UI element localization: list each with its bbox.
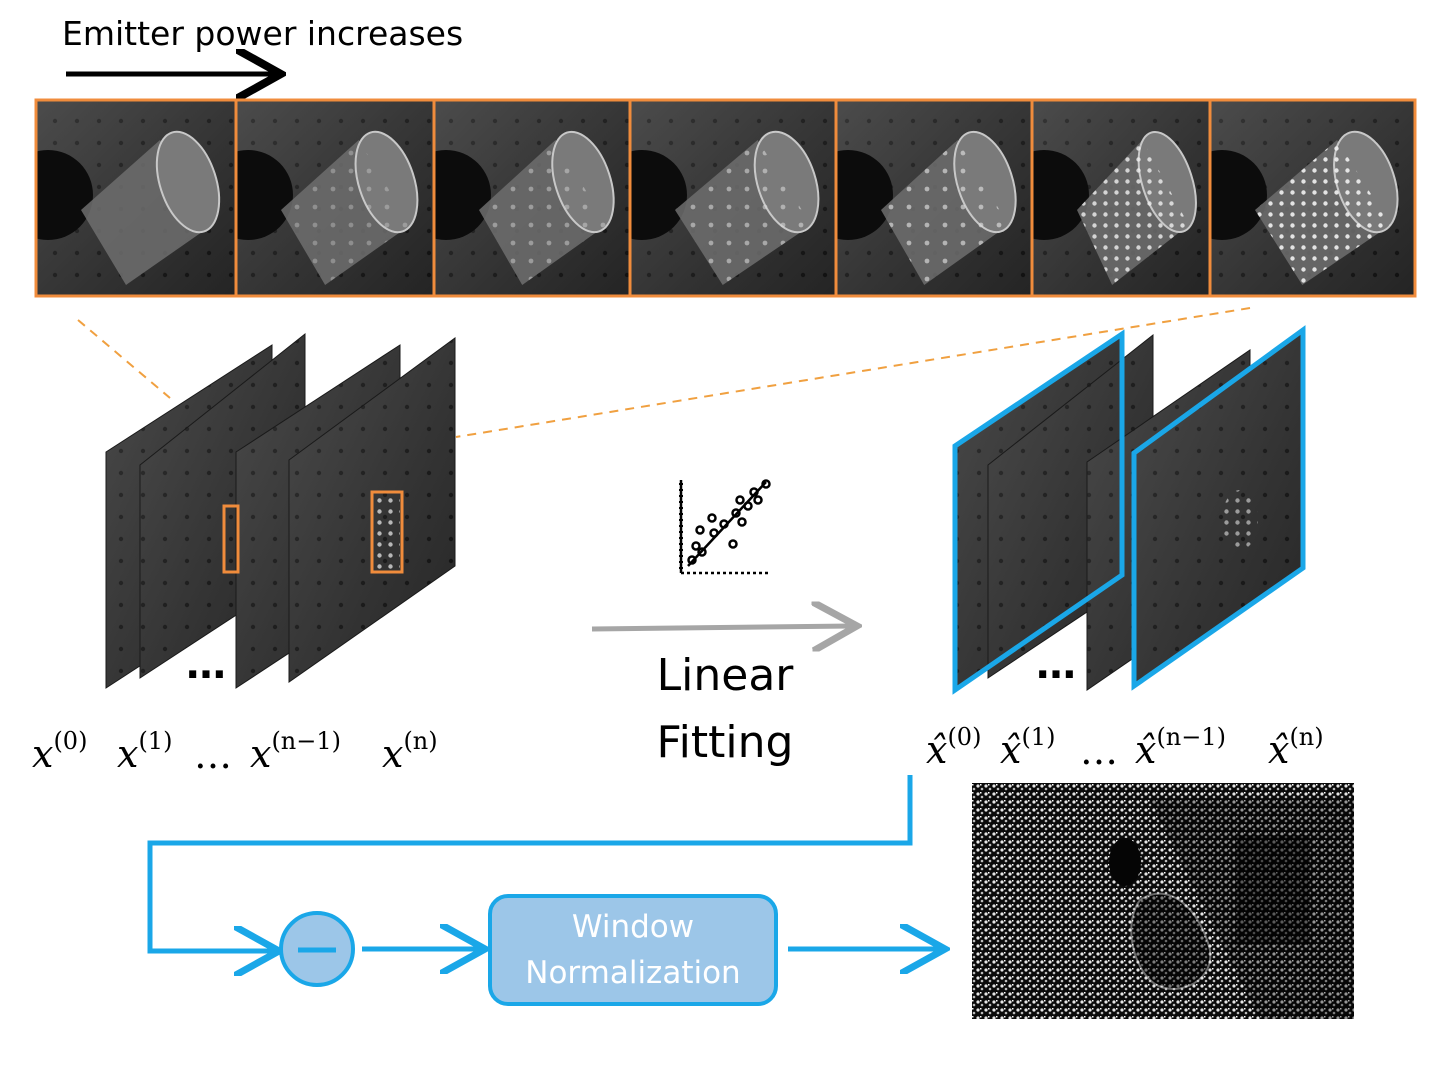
window-normalization-label: Window Normalization	[490, 896, 776, 1004]
label-xhat-n: x̂(n)	[1268, 723, 1324, 772]
fitting-arrow	[591, 626, 852, 629]
label-xn: x(n)	[382, 727, 438, 776]
strip-frame-5	[1030, 98, 1212, 298]
right-label-ellipsis: …	[1080, 729, 1118, 773]
window-normalization-box	[488, 894, 778, 1006]
zoom-connector-left	[77, 319, 171, 399]
box-label-line1: Window	[571, 909, 695, 945]
fitted-frame-first-border	[952, 329, 1125, 695]
label-x-n-minus-1: x(n−1)	[250, 727, 341, 776]
scatter-fit-icon	[679, 479, 771, 575]
strip-frame-4	[834, 98, 1034, 298]
emitter-frame-strip	[34, 98, 1417, 298]
strip-frame-0	[34, 98, 238, 298]
fitted-object-highlight	[1222, 490, 1258, 550]
fitted-image-stack	[952, 325, 1306, 695]
fitted-frame-last-border	[1131, 325, 1306, 691]
label-xhat0: x̂(0)	[926, 723, 982, 772]
label-xhat1: x̂(1)	[1000, 723, 1056, 772]
input-image-stack	[105, 332, 456, 689]
strip-frame-3	[628, 98, 838, 298]
right-stack-ellipsis: …	[1036, 642, 1076, 688]
left-stack-ellipsis: …	[186, 642, 226, 688]
fitting-label-line1: Linear	[656, 650, 794, 701]
box-label-line2: Normalization	[525, 955, 741, 991]
figure-title: Emitter power increases	[62, 14, 464, 53]
left-label-ellipsis: …	[194, 733, 232, 777]
fitting-label-line2: Fitting	[656, 717, 794, 768]
roi-box-1	[222, 504, 240, 574]
zoom-connector-right	[455, 307, 1251, 438]
label-xhat-n-minus-1: x̂(n−1)	[1135, 723, 1226, 772]
normalized-output-image	[972, 783, 1354, 1019]
strip-frame-1	[234, 98, 436, 298]
roi-pattern	[374, 496, 400, 570]
label-x0: x(0)	[32, 727, 88, 776]
roi-box-n	[370, 490, 404, 574]
strip-frame-2	[432, 98, 632, 298]
strip-frame-6	[1208, 98, 1417, 298]
pipeline-connector	[147, 775, 913, 951]
label-x1: x(1)	[117, 727, 173, 776]
